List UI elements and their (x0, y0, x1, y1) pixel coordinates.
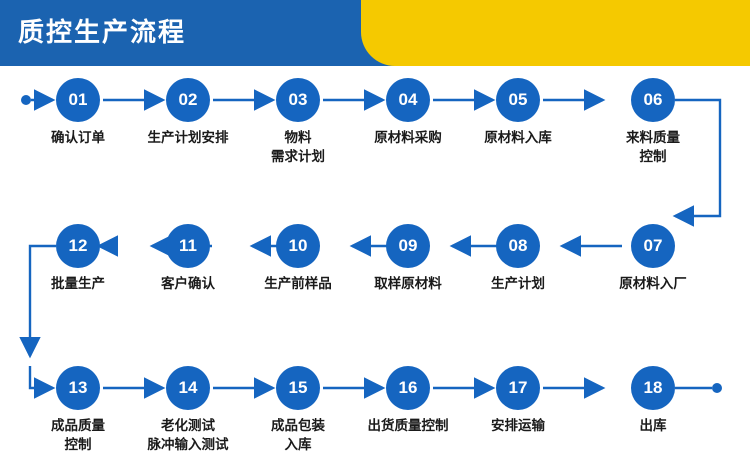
flow-node-18[interactable]: 18 (631, 366, 675, 410)
flow-label-06: 来料质量 控制 (626, 130, 680, 164)
flow-label-11: 客户确认 (161, 276, 215, 291)
flow-node-17[interactable]: 17 (496, 366, 540, 410)
flow-node-09[interactable]: 09 (386, 224, 430, 268)
flow-node-11[interactable]: 11 (166, 224, 210, 268)
flow-label-03: 物料 需求计划 (271, 130, 325, 164)
flow-node-04[interactable]: 04 (386, 78, 430, 122)
header-accent-shape (361, 0, 750, 66)
header-banner: 质控生产流程 (0, 0, 750, 66)
page-title: 质控生产流程 (18, 17, 187, 47)
flow-label-17: 安排运输 (491, 418, 545, 433)
flow-node-03[interactable]: 03 (276, 78, 320, 122)
flow-node-06[interactable]: 06 (631, 78, 675, 122)
flow-node-01[interactable]: 01 (56, 78, 100, 122)
flow-label-08: 生产计划 (491, 276, 545, 291)
flow-label-05: 原材料入库 (484, 130, 552, 145)
flow-node-07[interactable]: 07 (631, 224, 675, 268)
flow-node-16[interactable]: 16 (386, 366, 430, 410)
flow-label-04: 原材料采购 (374, 130, 442, 145)
flow-label-12: 批量生产 (51, 276, 105, 291)
flow-diagram: 01 02 03 04 05 06 确认订单 生产计划安排 物料 需求计划 原材… (0, 66, 750, 472)
flow-label-02: 生产计划安排 (147, 130, 229, 145)
flow-node-13[interactable]: 13 (56, 366, 100, 410)
flow-label-15: 成品包装 入库 (271, 418, 325, 452)
flow-label-14: 老化测试 脉冲输入测试 (147, 418, 229, 452)
flow-label-01: 确认订单 (51, 130, 105, 145)
flow-node-14[interactable]: 14 (166, 366, 210, 410)
flow-label-09: 取样原材料 (374, 276, 442, 291)
flow-label-18: 出库 (639, 418, 667, 433)
flow-node-12[interactable]: 12 (56, 224, 100, 268)
flow-node-08[interactable]: 08 (496, 224, 540, 268)
flow-node-15[interactable]: 15 (276, 366, 320, 410)
flow-node-05[interactable]: 05 (496, 78, 540, 122)
flow-label-13: 成品质量 控制 (51, 418, 105, 452)
flow-label-16: 出货质量控制 (367, 418, 449, 433)
flow-label-07: 原材料入厂 (619, 276, 687, 291)
flow-label-10: 生产前样品 (264, 276, 332, 291)
flow-node-02[interactable]: 02 (166, 78, 210, 122)
flow-connectors (19, 89, 722, 399)
flow-node-10[interactable]: 10 (276, 224, 320, 268)
